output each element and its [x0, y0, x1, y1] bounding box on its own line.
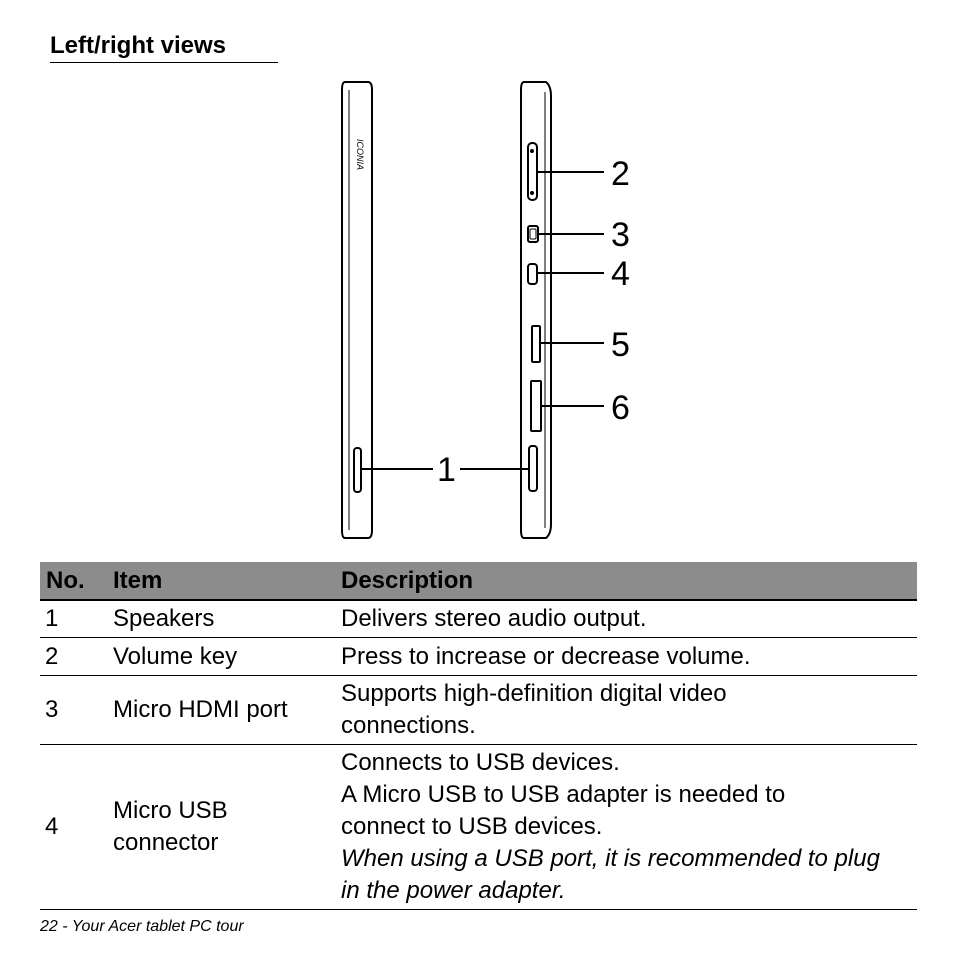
- leader-lines: [361, 171, 604, 470]
- row-number: 1: [40, 600, 107, 638]
- table-row: 4 Micro USB connector Connects to USB de…: [40, 744, 917, 910]
- left-side-view: ICONIA: [341, 81, 373, 539]
- row-item: Volume key: [107, 637, 335, 676]
- row-item: Speakers: [107, 600, 335, 638]
- row-number: 3: [40, 675, 107, 745]
- row-number: 4: [40, 744, 107, 910]
- callout-2: 2: [611, 155, 630, 193]
- row-item-text: Micro USB connector: [113, 797, 228, 856]
- port-6: [530, 380, 542, 432]
- header-no: No.: [40, 562, 107, 601]
- heading-underline: [50, 62, 278, 63]
- table-row: 2 Volume key Press to increase or decrea…: [40, 637, 917, 676]
- table-row: 1 Speakers Delivers stereo audio output.: [40, 600, 917, 638]
- tablet-side-views-drawing: ICONIA: [341, 81, 604, 539]
- port-5: [531, 325, 541, 363]
- right-speaker-grille: [528, 445, 538, 492]
- row-description: Press to increase or decrease volume.: [335, 637, 917, 676]
- row-description-line: Connects to USB devices.: [341, 749, 620, 776]
- row-note: When using a USB port, it is recommended…: [341, 845, 880, 904]
- table-header-row: No. Item Description: [40, 562, 917, 601]
- row-item: Micro USB connector: [107, 744, 335, 910]
- table-row: 3 Micro HDMI port Supports high-definiti…: [40, 675, 917, 745]
- row-description-text: Supports high-definition digital video c…: [341, 680, 727, 739]
- callout-6: 6: [611, 389, 630, 427]
- features-table: No. Item Description 1 Speakers Delivers…: [40, 562, 917, 910]
- section-heading: Left/right views: [50, 32, 227, 59]
- row-number: 2: [40, 637, 107, 676]
- left-speaker-grille: [353, 447, 362, 493]
- row-description: Supports high-definition digital video c…: [335, 675, 917, 745]
- header-item: Item: [107, 562, 335, 601]
- tablet-side-views-figure: ICONIA 2 3 4 5 6 1: [341, 81, 630, 539]
- right-side-view: [520, 81, 552, 539]
- header-description: Description: [335, 562, 917, 601]
- callout-4: 4: [611, 255, 630, 293]
- row-description-line: A Micro USB to USB adapter is needed to …: [341, 781, 786, 840]
- callout-5: 5: [611, 326, 630, 364]
- row-item: Micro HDMI port: [107, 675, 335, 745]
- callout-1: 1: [437, 451, 456, 489]
- row-description: Connects to USB devices. A Micro USB to …: [335, 744, 917, 910]
- callout-3: 3: [611, 216, 630, 254]
- row-description: Delivers stereo audio output.: [335, 600, 917, 638]
- micro-usb-port: [527, 263, 538, 285]
- brand-logo: ICONIA: [355, 139, 365, 170]
- page-footer: 22 - Your Acer tablet PC tour: [40, 918, 244, 935]
